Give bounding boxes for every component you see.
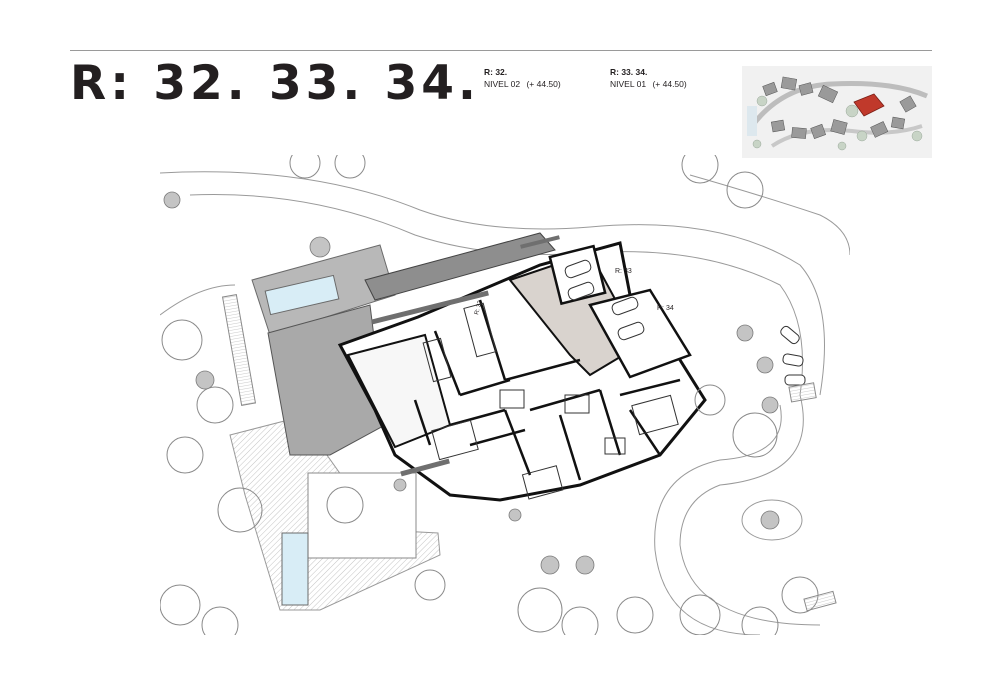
fixtures [422, 302, 679, 500]
west-terrace [229, 416, 441, 611]
level-info-2: R: 33. 34. NIVEL 01 (+ 44.50) [610, 66, 687, 90]
level-label: NIVEL 01 [610, 79, 647, 89]
unit-label-34: R: 34 [657, 305, 674, 312]
unit-label-32: R: 32 [474, 299, 484, 315]
level-elevation: (+ 44.50) [526, 79, 561, 89]
pool-lower [281, 532, 309, 606]
trees [160, 155, 819, 635]
pool-upper [264, 274, 340, 316]
unit-label-33: R: 33 [615, 268, 632, 275]
level-code: R: 33. 34. [610, 67, 648, 77]
palm-trees [163, 191, 780, 575]
highlighted-unit-marker [853, 93, 885, 117]
level-code: R: 32. [484, 67, 508, 77]
page-title: R: 32. 33. 34. [70, 56, 480, 111]
site-floor-plan: R: 33 R: 34 R: 32 [160, 155, 850, 635]
top-rule [70, 50, 932, 51]
interior-walls [413, 299, 681, 481]
parked-cars [564, 259, 806, 386]
level-info-1: R: 32. NIVEL 02 (+ 44.50) [484, 66, 561, 90]
ramps [221, 294, 837, 612]
hedges [371, 235, 560, 477]
level-elevation: (+ 44.50) [652, 79, 687, 89]
level-label: NIVEL 02 [484, 79, 521, 89]
roundabout-island [741, 499, 803, 541]
site-key-map [742, 66, 932, 158]
